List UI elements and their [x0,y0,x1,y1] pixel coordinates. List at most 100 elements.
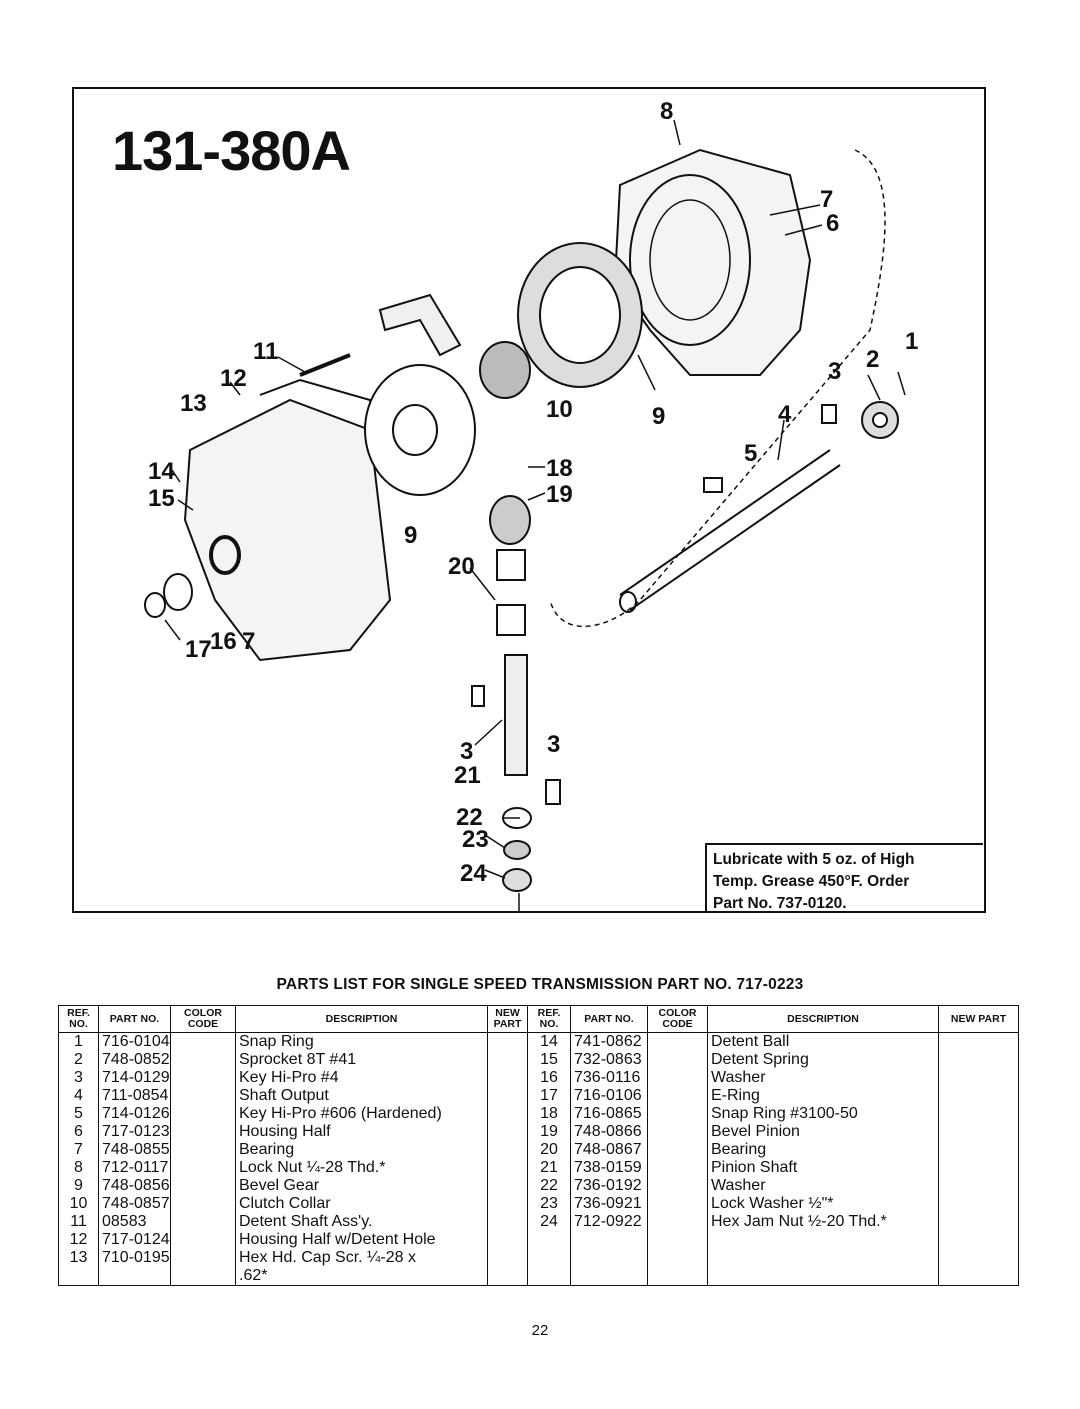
cell-ref-no: 23 [527,1195,571,1213]
key-b [703,477,723,493]
cell-part-no: 748-0856 [98,1177,171,1195]
cell-new-part [938,1141,1019,1159]
cell-color-code [647,1213,708,1231]
callout-20: 20 [448,553,475,580]
cell-color-code [647,1159,708,1177]
cell-color-code [647,1032,708,1051]
cell-color-code [170,1231,236,1249]
bearing-lower [496,604,526,636]
cell-new-part [487,1177,528,1195]
cell-color-code [170,1213,236,1231]
callout-9: 9 [652,403,666,430]
cell-description: Shaft Output [235,1087,488,1105]
callout-14: 14 [148,458,175,485]
callout-18: 18 [546,455,573,482]
cell-color-code [170,1032,236,1051]
cell-ref-no: 14 [527,1032,571,1051]
cell-description [707,1267,939,1286]
cell-new-part [938,1177,1019,1195]
washer-22 [502,807,532,829]
callout-5: 5 [744,440,758,467]
cell-description: Detent Ball [707,1032,939,1051]
cell-color-code [170,1159,236,1177]
cell-part-no: 712-0117 [98,1159,171,1177]
cell-description: .62* [235,1267,488,1286]
cell-description: Snap Ring [235,1032,488,1051]
cell-ref-no: 19 [527,1123,571,1141]
cell-new-part [938,1087,1019,1105]
cell-description: Lock Nut ¼-28 Thd.* [235,1159,488,1177]
cell-ref-no: 13 [58,1249,99,1267]
cell-description: Housing Half [235,1123,488,1141]
cell-part-no: 748-0866 [570,1123,648,1141]
cell-color-code [170,1123,236,1141]
cell-part-no: 748-0852 [98,1051,171,1069]
housing-half-right [613,148,812,376]
bearing-upper [496,549,526,581]
cell-ref-no: 2 [58,1051,99,1069]
clutch-collar [479,341,531,399]
callout-2: 2 [866,346,880,373]
seal-ring [209,535,241,575]
cell-new-part [938,1249,1019,1267]
callout-3-right: 3 [547,731,561,758]
cell-color-code [170,1195,236,1213]
callout-17: 17 [185,636,212,663]
header-description: DESCRIPTION [707,1005,939,1033]
cell-description: Bevel Pinion [707,1123,939,1141]
cell-color-code [647,1105,708,1123]
e-ring [144,592,166,618]
callout-1: 1 [905,328,919,355]
cell-ref-no: 9 [58,1177,99,1195]
cell-new-part [487,1105,528,1123]
callout-11: 11 [253,338,279,365]
cell-new-part [487,1249,528,1267]
cell-color-code [647,1123,708,1141]
cell-new-part [487,1123,528,1141]
cell-ref-no: 5 [58,1105,99,1123]
gasket-plate [364,364,476,496]
cell-new-part [487,1267,528,1286]
exploded-view-diagram [144,119,906,911]
callout-19: 19 [546,481,573,508]
callout-3-left: 3 [460,738,474,765]
bevel-pinion [489,495,531,545]
cell-description: Washer [707,1069,939,1087]
table-row: .62* [58,1267,1019,1286]
callout-23: 23 [462,826,489,853]
table-header-row: REF. NO. PART NO. COLOR CODE DESCRIPTION… [58,1005,1019,1033]
page-number: 22 [531,1322,549,1339]
cell-description [707,1231,939,1249]
cell-new-part [487,1087,528,1105]
cell-color-code [647,1249,708,1267]
lube-note-line-3: Part No. 737-0120. [713,895,847,912]
cell-new-part [487,1051,528,1069]
callout-8: 8 [660,98,674,125]
cell-new-part [487,1195,528,1213]
cell-color-code [647,1141,708,1159]
header-color-code: COLOR CODE [647,1005,708,1033]
cell-part-no: 08583 [98,1213,171,1231]
cell-description: Key Hi-Pro #606 (Hardened) [235,1105,488,1123]
cell-part-no: 712-0922 [570,1213,648,1231]
header-part-no: PART NO. [570,1005,648,1033]
header-color-code: COLOR CODE [170,1005,236,1033]
callout-10: 10 [546,396,573,423]
cell-part-no: 741-0862 [570,1032,648,1051]
cell-color-code [170,1141,236,1159]
cell-part-no: 716-0106 [570,1087,648,1105]
cell-part-no: 748-0855 [98,1141,171,1159]
cell-ref-no: 15 [527,1051,571,1069]
cell-ref-no: 10 [58,1195,99,1213]
cell-color-code [647,1087,708,1105]
lube-note-line-2: Temp. Grease 450°F. Order [713,873,910,890]
cell-part-no: 736-0921 [570,1195,648,1213]
cell-ref-no: 4 [58,1087,99,1105]
cell-color-code [647,1177,708,1195]
